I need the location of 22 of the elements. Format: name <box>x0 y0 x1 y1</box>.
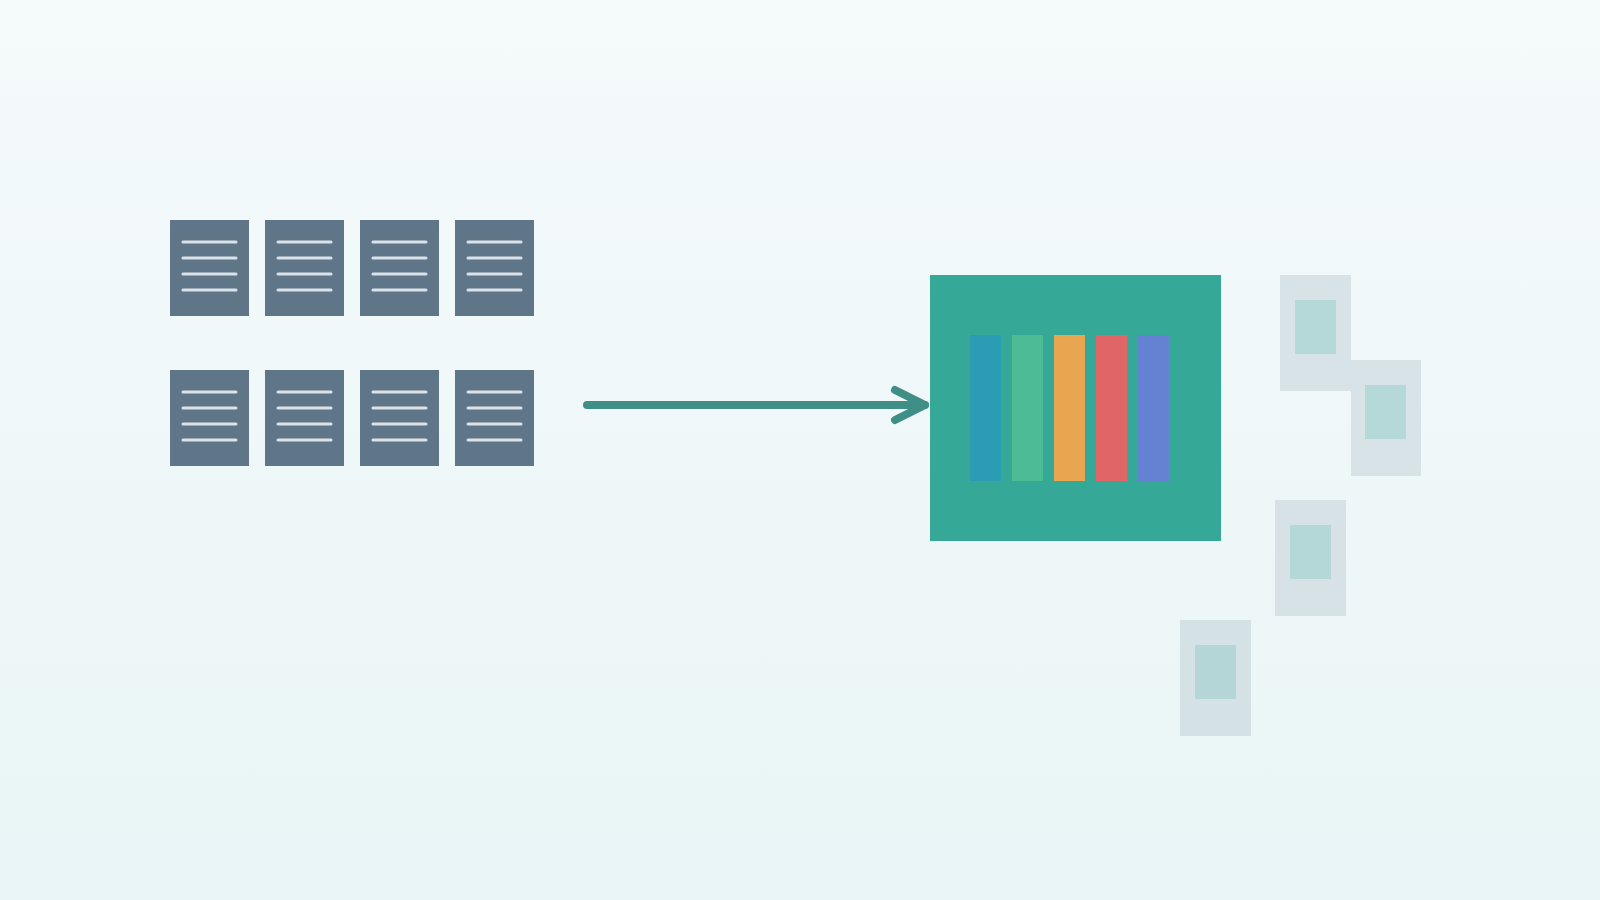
vertical-bar <box>1138 335 1169 481</box>
card <box>1180 620 1251 736</box>
document-icon <box>360 220 439 316</box>
document-icon <box>170 220 249 316</box>
image-placeholder <box>1365 385 1406 439</box>
image-placeholder <box>1290 525 1331 579</box>
vertical-bar <box>970 335 1001 481</box>
card <box>1280 275 1351 391</box>
document-icon <box>455 220 534 316</box>
document-icon <box>265 370 344 466</box>
image-placeholder <box>1295 300 1336 354</box>
card <box>1275 500 1346 616</box>
image-placeholder <box>1195 645 1236 699</box>
card <box>1351 360 1421 476</box>
document-icon <box>455 370 534 466</box>
document-icon <box>170 370 249 466</box>
vertical-bar <box>1096 335 1127 481</box>
arrow <box>583 386 929 424</box>
panel <box>930 275 1221 541</box>
vertical-bar <box>1054 335 1085 481</box>
document-icon <box>360 370 439 466</box>
document-icon <box>265 220 344 316</box>
